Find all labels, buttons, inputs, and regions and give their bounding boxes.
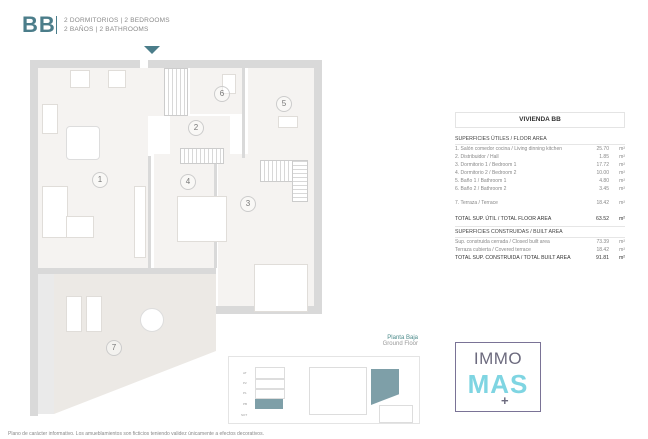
room-number: 4 [180, 174, 196, 190]
kitchen-unit [70, 70, 90, 88]
tv-unit [134, 186, 146, 258]
table-row: 1. Salón comedor cocina / Living dinning… [455, 146, 625, 152]
closet [292, 160, 308, 202]
table-row: Sup. construida cerrada / Closed built a… [455, 239, 625, 245]
room-number: 2 [188, 120, 204, 136]
unit-code: BB [22, 12, 56, 37]
closet [180, 148, 224, 164]
wall [30, 60, 140, 68]
sunbed [86, 296, 102, 332]
disclaimer: Plano de carácter informativo. Los amueb… [8, 431, 264, 437]
site-outline [379, 405, 413, 423]
level-label: SOT [241, 413, 248, 417]
immomas-logo: IMMO MAS + [455, 342, 541, 412]
logo-text-immo: IMMO [473, 349, 523, 368]
dining-table [66, 126, 100, 160]
bedrooms-label: 2 DORMITORIOS | 2 BEDROOMS [64, 17, 170, 24]
floor-label-en: Ground Floor [382, 341, 418, 347]
floor-plan: 1 2 3 4 5 6 7 [30, 56, 322, 416]
bed [177, 196, 227, 242]
room-number: 6 [214, 86, 230, 102]
site-outline [309, 367, 367, 415]
area-table: VIVIENDA BB SUPERFICIES ÚTILES / FLOOR A… [455, 112, 625, 262]
logo-text-mas: MAS [467, 369, 529, 399]
room-living [38, 68, 148, 268]
sofa [42, 186, 68, 238]
wall [242, 68, 245, 158]
divider [455, 226, 625, 227]
wall [38, 268, 216, 274]
floor-area-heading: SUPERFICIES ÚTILES / FLOOR AREA [455, 136, 625, 145]
room-number: 5 [276, 96, 292, 112]
room-number: 3 [240, 196, 256, 212]
wall [148, 60, 320, 68]
level-label: P1 [243, 391, 247, 395]
unit-highlight [371, 369, 399, 405]
terrace [54, 274, 216, 414]
sunbed [66, 296, 82, 332]
wall [148, 156, 151, 270]
toilet [278, 116, 298, 128]
terrace-table [140, 308, 164, 332]
section-level [255, 367, 285, 379]
kitchen-unit [108, 70, 126, 88]
table-title: VIVIENDA BB [455, 112, 625, 128]
bed [254, 264, 308, 312]
floor-label: Planta Baja Ground Floor [362, 335, 418, 347]
closet [260, 160, 294, 182]
section-level [255, 389, 285, 399]
level-label: P2 [243, 381, 247, 385]
level-label: PB [243, 402, 248, 406]
floor-label-es: Planta Baja [387, 335, 418, 341]
section-highlight [255, 399, 283, 409]
level-label: AT [243, 371, 247, 375]
closet [164, 68, 188, 116]
kitchen-unit [42, 104, 58, 134]
plus-icon: + [501, 393, 509, 408]
wall [30, 60, 38, 416]
section-level [255, 379, 285, 389]
bathrooms-label: 2 BAÑOS | 2 BATHROOMS [64, 26, 149, 33]
built-area-total: TOTAL SUP. CONSTRUIDA / TOTAL BUILT AREA… [455, 255, 625, 261]
room-number: 7 [106, 340, 122, 356]
sofa [66, 216, 94, 238]
built-area-heading: SUPERFICIES CONSTRUIDAS / BUILT AREA [455, 229, 625, 238]
entrance-arrow-icon [144, 46, 160, 54]
room-number: 1 [92, 172, 108, 188]
key-plan: AT P2 P1 PB SOT [228, 356, 420, 424]
planter [38, 274, 54, 414]
wall [314, 60, 322, 314]
header-divider [56, 16, 57, 34]
